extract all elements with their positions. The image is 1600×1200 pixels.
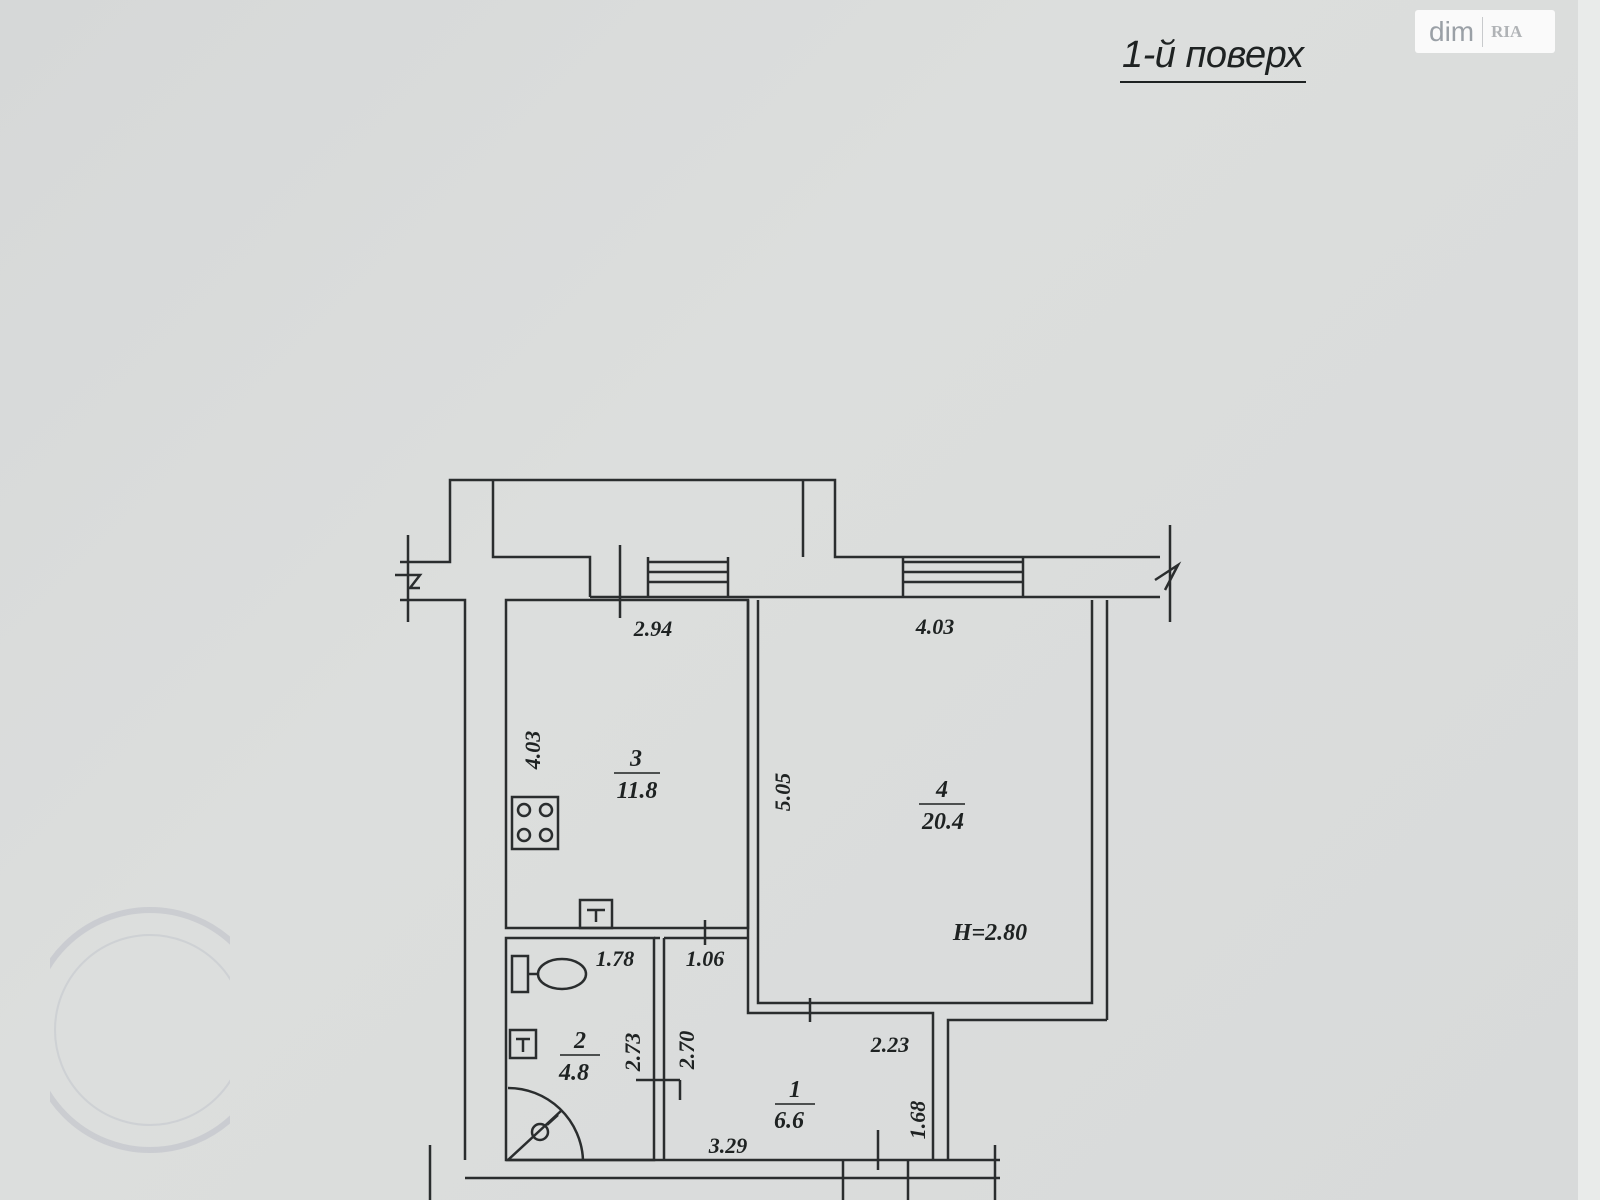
dim-living-width: 4.03	[915, 614, 955, 639]
room-4-left	[746, 600, 935, 1160]
dim-bath-width: 1.78	[596, 946, 635, 971]
room-2-number: 2	[573, 1028, 586, 1054]
room-1-area: 6.6	[774, 1108, 804, 1134]
dim-hall-right: 2.23	[870, 1032, 910, 1057]
burner	[538, 802, 554, 818]
floor-title: 1-й поверх	[1120, 34, 1306, 83]
burner	[516, 802, 532, 818]
watermark-sub: RIA	[1491, 21, 1523, 41]
dim-kitchen-length: 4.03	[520, 731, 545, 771]
break-mark	[395, 573, 423, 590]
stamp-icon	[50, 907, 230, 1153]
watermark-divider	[1482, 16, 1484, 47]
dim-hall-nook: 1.68	[905, 1101, 930, 1140]
room-2-area: 4.8	[558, 1060, 589, 1086]
stove-icon	[510, 795, 560, 851]
paper-edge	[1578, 0, 1600, 1200]
balcony-wall	[491, 480, 592, 597]
room-4-outline	[756, 600, 1094, 1005]
break-mark	[1154, 561, 1182, 591]
toilet-icon	[510, 954, 530, 994]
room-3-number: 3	[629, 746, 642, 772]
dim-hall-top: 1.06	[686, 946, 725, 971]
burner	[538, 827, 554, 843]
outer-wall-step	[946, 1018, 1107, 1160]
room-1-number: 1	[789, 1077, 801, 1103]
dim-hall-bottom: 3.29	[708, 1133, 748, 1158]
room-3-area: 11.8	[617, 778, 658, 804]
outer-wall-top	[400, 478, 1160, 564]
shower-icon	[507, 1086, 585, 1161]
dim-bath-length: 2.73	[620, 1033, 645, 1073]
riser-icon	[578, 898, 614, 930]
watermark-logo: dim RIA	[1415, 10, 1555, 53]
burner	[516, 827, 532, 843]
room-4-number: 4	[935, 777, 948, 803]
dim-kitchen-width: 2.94	[633, 616, 673, 641]
watermark-brand: dim	[1429, 15, 1475, 47]
riser-icon	[508, 1028, 538, 1060]
outer-wall-left	[400, 598, 467, 1160]
room-4-area: 20.4	[921, 809, 964, 835]
dim-living-length: 5.05	[770, 773, 795, 812]
dim-hall-side: 2.70	[674, 1031, 699, 1071]
ceiling-height-label: H=2.80	[952, 920, 1027, 946]
